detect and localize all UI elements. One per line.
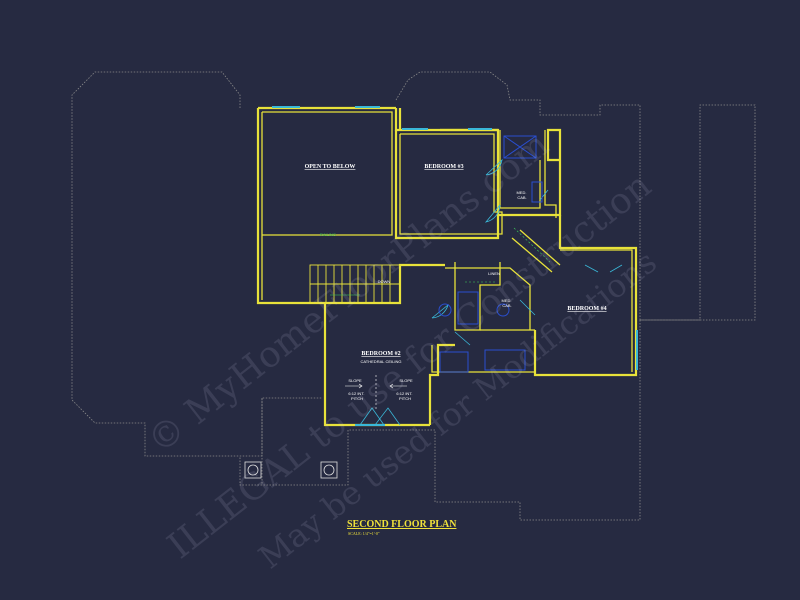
label-pitch-right-line1: 6:12 INT. bbox=[396, 391, 412, 396]
exterior-walls bbox=[256, 106, 638, 427]
windows bbox=[272, 106, 638, 426]
label-pitch-left: 6:12 INT. PITCH bbox=[348, 391, 365, 401]
doors bbox=[359, 158, 623, 426]
label-med-cab-2: MED. CAB. bbox=[501, 298, 512, 308]
porch-columns bbox=[244, 461, 338, 479]
stairs bbox=[309, 264, 401, 304]
label-med-cab-1: MED. CAB. bbox=[516, 190, 527, 200]
bath-fixtures bbox=[438, 135, 543, 373]
label-down: DOWN bbox=[378, 279, 391, 284]
label-pitch-right-line2: PITCH bbox=[399, 396, 411, 401]
room-label-open-to-below: OPEN TO BELOW bbox=[305, 164, 356, 170]
label-cathedral-ceiling: CATHEDRAL CEILING bbox=[361, 359, 402, 364]
plan-title: SECOND FLOOR PLAN bbox=[347, 519, 457, 530]
room-label-bedroom-2: BEDROOM #2 bbox=[361, 351, 400, 357]
hall-walls bbox=[465, 227, 551, 283]
label-pitch-right: 6:12 INT. PITCH bbox=[396, 391, 413, 401]
roof-outline bbox=[71, 71, 756, 521]
label-slope-left: SLOPE bbox=[348, 378, 362, 383]
label-med-cab-1-line2: CAB. bbox=[517, 195, 526, 200]
label-med-cab-2-line2: CAB. bbox=[502, 303, 511, 308]
label-railing: RAILING bbox=[320, 232, 336, 237]
label-med-cab-1-line1: MED. bbox=[516, 190, 526, 195]
label-slope-right: SLOPE bbox=[399, 378, 413, 383]
watermark: © MyHomeFloorPlans.com ILLEGAL to use fo… bbox=[140, 124, 663, 576]
slope-arrows bbox=[345, 375, 407, 410]
label-linen: LINEN bbox=[488, 271, 500, 276]
interior-walls bbox=[261, 111, 633, 373]
label-pitch-left-line2: PITCH bbox=[351, 396, 363, 401]
room-label-bedroom-4: BEDROOM #4 bbox=[567, 306, 606, 312]
label-pitch-left-line1: 6:12 INT. bbox=[348, 391, 364, 396]
label-med-cab-2-line1: MED. bbox=[501, 298, 511, 303]
plan-scale: SCALE: 1/4"=1'-0" bbox=[348, 531, 380, 536]
room-label-bedroom-3: BEDROOM #3 bbox=[424, 164, 463, 170]
